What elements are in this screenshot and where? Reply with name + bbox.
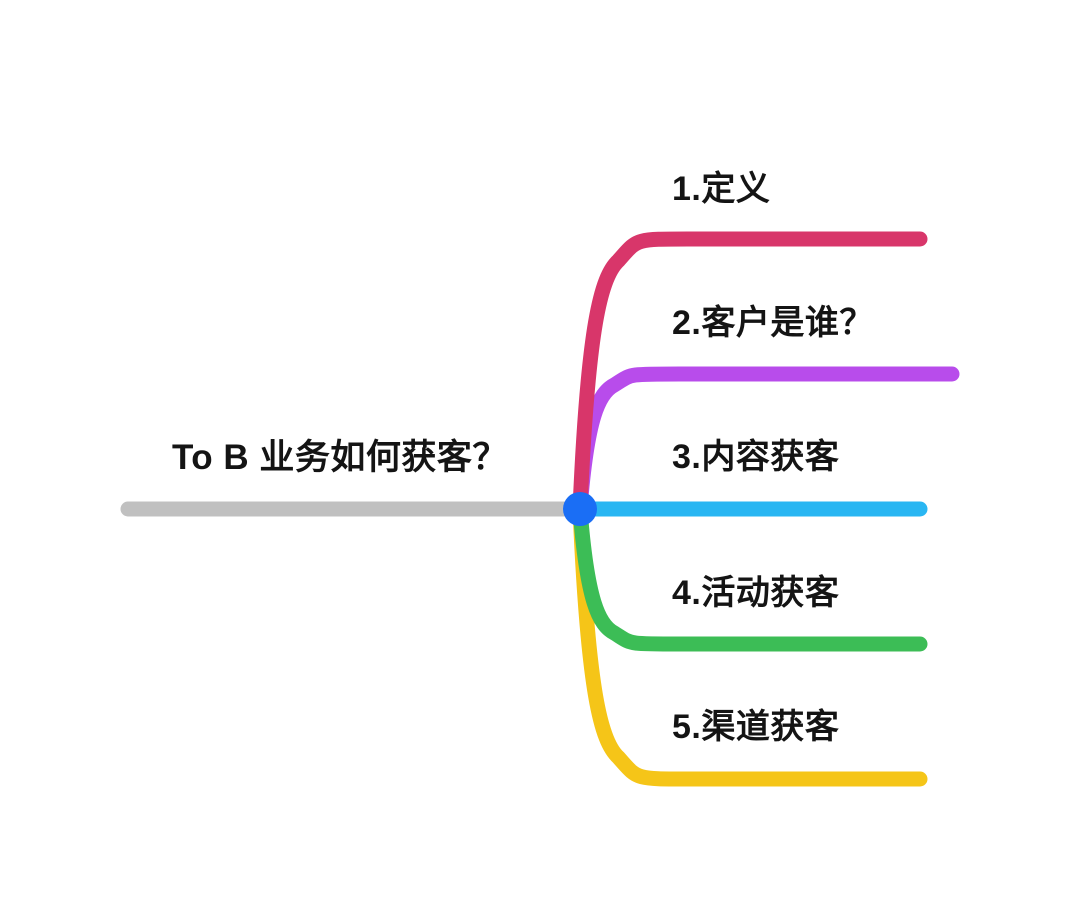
branch-label-event-acquisition[interactable]: 4.活动获客 <box>672 574 840 612</box>
branch-label-channel-acquisition[interactable]: 5.渠道获客 <box>672 708 840 746</box>
branch-connector-4 <box>572 501 928 652</box>
branch-label-who-is-customer[interactable]: 2.客户是谁？ <box>672 304 874 342</box>
branch-label-definition[interactable]: 1.定义 <box>672 170 771 208</box>
branch-connector-1 <box>572 231 928 517</box>
root-node-label[interactable]: To B 业务如何获客？ <box>172 438 508 477</box>
branch-connector-5 <box>572 501 928 787</box>
branch-label-content-acquisition[interactable]: 3.内容获客 <box>672 438 840 476</box>
center-node[interactable] <box>563 492 597 526</box>
